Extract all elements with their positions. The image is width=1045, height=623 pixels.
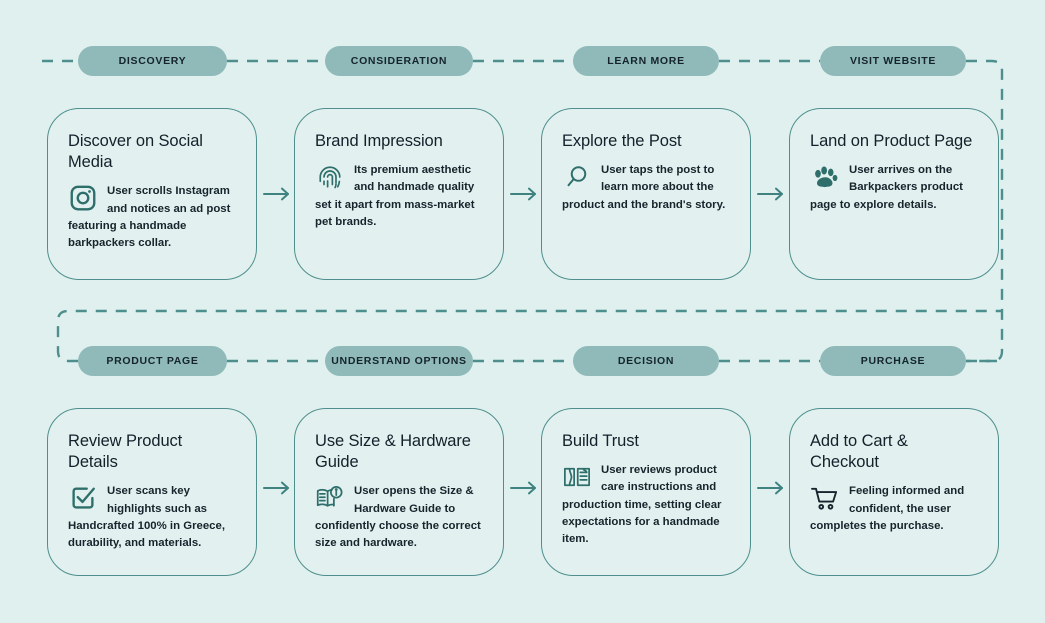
stage-pill-purchase[interactable]: PURCHASE — [820, 346, 966, 376]
card-body: Feeling informed and confident, the user… — [810, 485, 965, 532]
shopping-cart-icon — [810, 483, 840, 513]
card-title: Use Size & Hardware Guide — [315, 432, 471, 472]
flow-arrow-6 — [756, 478, 790, 498]
journey-card-add-to-cart-and-checkout[interactable]: Add to Cart & Checkout Feeling informed … — [789, 408, 999, 576]
journey-card-discover-on-social-media[interactable]: Discover on Social Media User scrolls In… — [47, 108, 257, 280]
card-title: Build Trust — [562, 432, 639, 450]
stage-pill-product-page[interactable]: PRODUCT PAGE — [78, 346, 227, 376]
fingerprint-icon — [315, 162, 345, 192]
card-body: User scrolls Instagram and notices an ad… — [68, 185, 231, 250]
journey-card-use-size-and-hardware-guide[interactable]: Use Size & Hardware Guide User opens the… — [294, 408, 504, 576]
card-body: User opens the Size & Hardware Guide to … — [315, 485, 481, 550]
stage-pill-label: UNDERSTAND OPTIONS — [331, 355, 467, 367]
stage-pill-understand-options[interactable]: UNDERSTAND OPTIONS — [325, 346, 473, 376]
care-label-icon — [562, 462, 592, 492]
flow-arrow-2 — [509, 184, 543, 204]
stage-pill-label: VISIT WEBSITE — [849, 55, 937, 67]
stage-pill-visit-website[interactable]: VISIT WEBSITE — [820, 46, 966, 76]
stage-pill-decision[interactable]: DECISION — [573, 346, 719, 376]
card-title: Review Product Details — [68, 432, 183, 472]
checkbox-check-icon — [68, 483, 98, 513]
card-body: User reviews product care instructions a… — [562, 464, 722, 546]
stage-pill-discovery[interactable]: DISCOVERY — [78, 46, 227, 76]
card-title: Land on Product Page — [810, 132, 973, 150]
stage-pill-label: LEARN MORE — [607, 55, 685, 67]
stage-pill-label: PURCHASE — [860, 355, 926, 367]
flow-arrow-1 — [262, 184, 296, 204]
card-title: Discover on Social Media — [68, 132, 203, 172]
paw-print-icon — [810, 162, 840, 192]
card-title: Explore the Post — [562, 132, 682, 150]
card-body: User arrives on the Barkpackers product … — [810, 164, 963, 211]
stage-pill-label: CONSIDERATION — [350, 55, 448, 67]
stage-pill-learn-more[interactable]: LEARN MORE — [573, 46, 719, 76]
card-title: Brand Impression — [315, 132, 443, 150]
journey-card-explore-the-post[interactable]: Explore the Post User taps the post to l… — [541, 108, 751, 280]
instagram-icon — [68, 183, 98, 213]
card-title: Add to Cart & Checkout — [810, 432, 908, 472]
stage-pill-label: DECISION — [617, 355, 675, 367]
journey-card-build-trust[interactable]: Build Trust User reviews product care in… — [541, 408, 751, 576]
journey-card-brand-impression[interactable]: Brand Impression Its premium aesthetic a… — [294, 108, 504, 280]
card-body: User scans key highlights such as Handcr… — [68, 485, 226, 550]
magnifier-icon — [562, 162, 592, 192]
card-body: Its premium aesthetic and handmade quali… — [315, 164, 475, 229]
stage-pill-label: PRODUCT PAGE — [106, 355, 199, 367]
flow-arrow-4 — [262, 478, 296, 498]
card-body: User taps the post to learn more about t… — [562, 164, 726, 211]
stage-pill-label: DISCOVERY — [118, 55, 187, 67]
book-info-icon — [315, 483, 345, 513]
flow-arrow-3 — [756, 184, 790, 204]
flow-arrow-5 — [509, 478, 543, 498]
journey-card-review-product-details[interactable]: Review Product Details User scans key hi… — [47, 408, 257, 576]
journey-card-land-on-product-page[interactable]: Land on Product Page User arrives on the… — [789, 108, 999, 280]
stage-pill-consideration[interactable]: CONSIDERATION — [325, 46, 473, 76]
